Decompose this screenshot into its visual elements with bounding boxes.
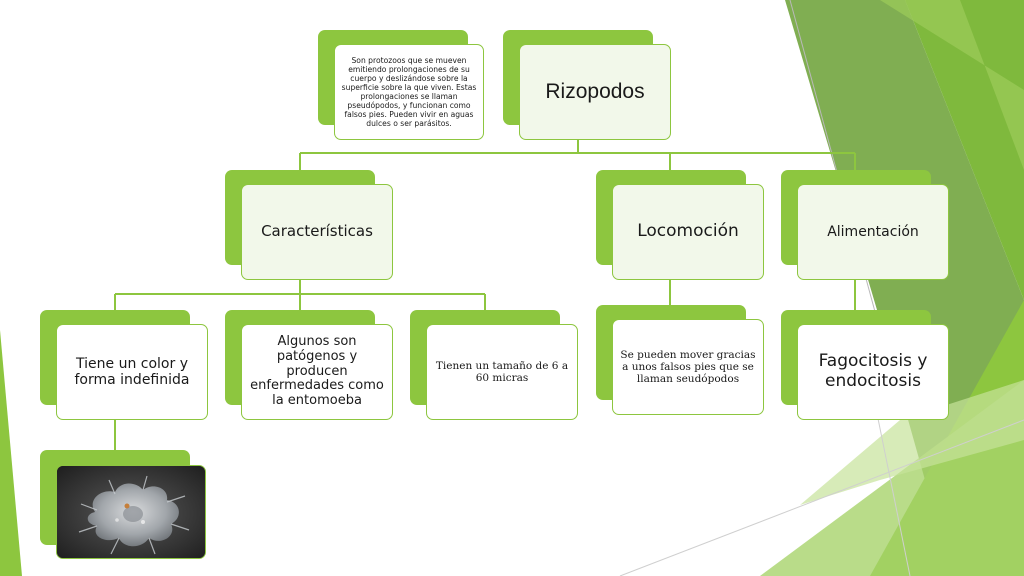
tamano-label: Tienen un tamaño de 6 a 60 micras [426, 324, 578, 420]
alimentacion-label: Alimentación [797, 184, 949, 280]
patogenos-label: Algunos son patógenos y producen enferme… [241, 324, 393, 420]
patogenos-node[interactable]: Algunos son patógenos y producen enferme… [225, 310, 395, 422]
amoeba-image [56, 465, 206, 559]
falsos-pies-node[interactable]: Se pueden mover gracias a unos falsos pi… [596, 305, 766, 417]
alimentacion-node[interactable]: Alimentación [781, 170, 951, 282]
color-forma-label: Tiene un color y forma indefinida [56, 324, 208, 420]
thin-diagonal-line-2 [619, 419, 1024, 576]
left-accent-shape [0, 330, 22, 576]
right-band-light [880, 0, 1024, 170]
root-node[interactable]: Rizopodos [503, 30, 671, 142]
description-text: Son protozoos que se mueven emitiendo pr… [334, 44, 484, 140]
right-bottom-highlight [800, 380, 1024, 505]
fagocitosis-node[interactable]: Fagocitosis y endocitosis [781, 310, 951, 422]
description-node: Son protozoos que se mueven emitiendo pr… [318, 30, 486, 142]
locomocion-node[interactable]: Locomoción [596, 170, 766, 282]
caracteristicas-label: Características [241, 184, 393, 280]
locomocion-label: Locomoción [612, 184, 764, 280]
root-label: Rizopodos [519, 44, 671, 140]
color-forma-node[interactable]: Tiene un color y forma indefinida [40, 310, 210, 422]
falsos-pies-label: Se pueden mover gracias a unos falsos pi… [612, 319, 764, 415]
tamano-node[interactable]: Tienen un tamaño de 6 a 60 micras [410, 310, 580, 422]
amoeba-icon [57, 466, 205, 558]
fagocitosis-label: Fagocitosis y endocitosis [797, 324, 949, 420]
caracteristicas-node[interactable]: Características [225, 170, 395, 282]
